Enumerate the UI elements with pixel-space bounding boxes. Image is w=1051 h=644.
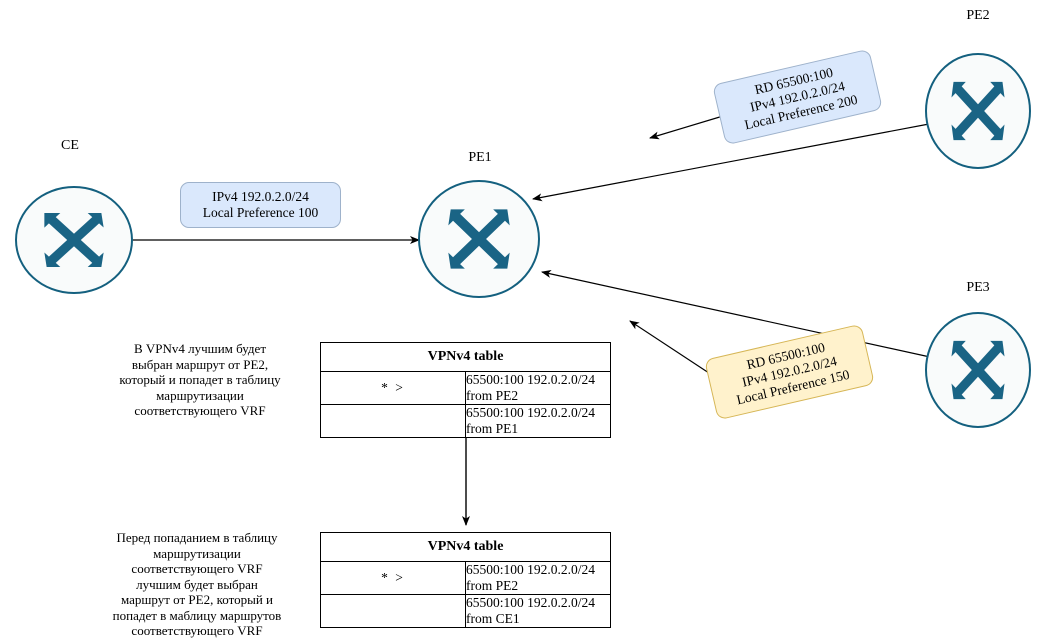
route-flag: * > <box>320 561 466 595</box>
callout-pe3-update: RD 65500:100 IPv4 192.0.2.0/24 Local Pre… <box>704 323 875 421</box>
note-line: маршрут от PE2, который и <box>120 592 273 607</box>
table-title: VPNv4 table <box>320 342 611 372</box>
table-header-row: VPNv4 table <box>320 342 611 372</box>
router-pe1[interactable] <box>418 180 540 298</box>
vpnv4-table-bottom: VPNv4 table * > 65500:100 192.0.2.0/24 f… <box>320 532 611 628</box>
node-label-pe1: PE1 <box>468 150 492 165</box>
note-line: маршрутизации <box>153 545 241 561</box>
route-flag <box>320 594 466 628</box>
note-line: выбран маршрут от PE2, <box>131 356 269 372</box>
callout-line: IPv4 192.0.2.0/24 <box>212 189 309 204</box>
note-vpnv4: В VPNv4 лучшим будет выбран маршрут от P… <box>78 341 322 419</box>
leader-pe2-callout <box>649 115 724 140</box>
callout-line: Local Preference 100 <box>202 205 319 220</box>
route-flag: * > <box>320 371 466 405</box>
note-line: В VPNv4 лучшим будет <box>133 341 266 356</box>
note-line: Перед попаданием в таблицу <box>116 530 278 545</box>
table-header-row: VPNv4 table <box>320 532 611 562</box>
note-line: попадет в маблицу маршрутов <box>112 607 282 623</box>
router-ce[interactable] <box>15 186 133 294</box>
leader-pe3-callout <box>629 320 713 376</box>
router-icon <box>951 340 1005 400</box>
note-line: лучшим будет выбран <box>136 576 258 592</box>
note-vrf: Перед попаданием в таблицу маршрутизации… <box>72 530 322 639</box>
route-entry: 65500:100 192.0.2.0/24 from PE2 <box>465 371 611 405</box>
note-line: который и попадет в таблицу <box>119 372 281 387</box>
router-icon <box>448 209 510 269</box>
node-label-pe3: PE3 <box>966 280 990 295</box>
route-entry: 65500:100 192.0.2.0/24 from PE2 <box>465 561 611 595</box>
table-title: VPNv4 table <box>320 532 611 562</box>
table-row: 65500:100 192.0.2.0/24 from PE1 <box>320 404 611 438</box>
router-pe3[interactable] <box>925 312 1031 428</box>
callout-ce-update: IPv4 192.0.2.0/24 Local Preference 100 <box>180 182 341 228</box>
note-line: соответствующего VRF <box>131 623 263 638</box>
note-line: соответствующего VRF <box>134 403 266 418</box>
table-row: * > 65500:100 192.0.2.0/24 from PE2 <box>320 561 611 595</box>
node-label-ce: CE <box>61 138 79 153</box>
route-entry: 65500:100 192.0.2.0/24 from CE1 <box>465 594 611 628</box>
route-entry: 65500:100 192.0.2.0/24 from PE1 <box>465 404 611 438</box>
note-line: маршрутизации <box>156 387 244 403</box>
route-flag <box>320 404 466 438</box>
router-pe2[interactable] <box>925 53 1031 169</box>
node-label-pe2: PE2 <box>966 8 990 23</box>
callout-pe2-update: RD 65500:100 IPv4 192.0.2.0/24 Local Pre… <box>712 48 883 146</box>
router-icon <box>44 212 104 268</box>
note-line: соответствующего VRF <box>131 561 263 576</box>
router-icon <box>951 81 1005 141</box>
table-row: 65500:100 192.0.2.0/24 from CE1 <box>320 594 611 628</box>
table-row: * > 65500:100 192.0.2.0/24 from PE2 <box>320 371 611 405</box>
vpnv4-table-top: VPNv4 table * > 65500:100 192.0.2.0/24 f… <box>320 342 611 438</box>
